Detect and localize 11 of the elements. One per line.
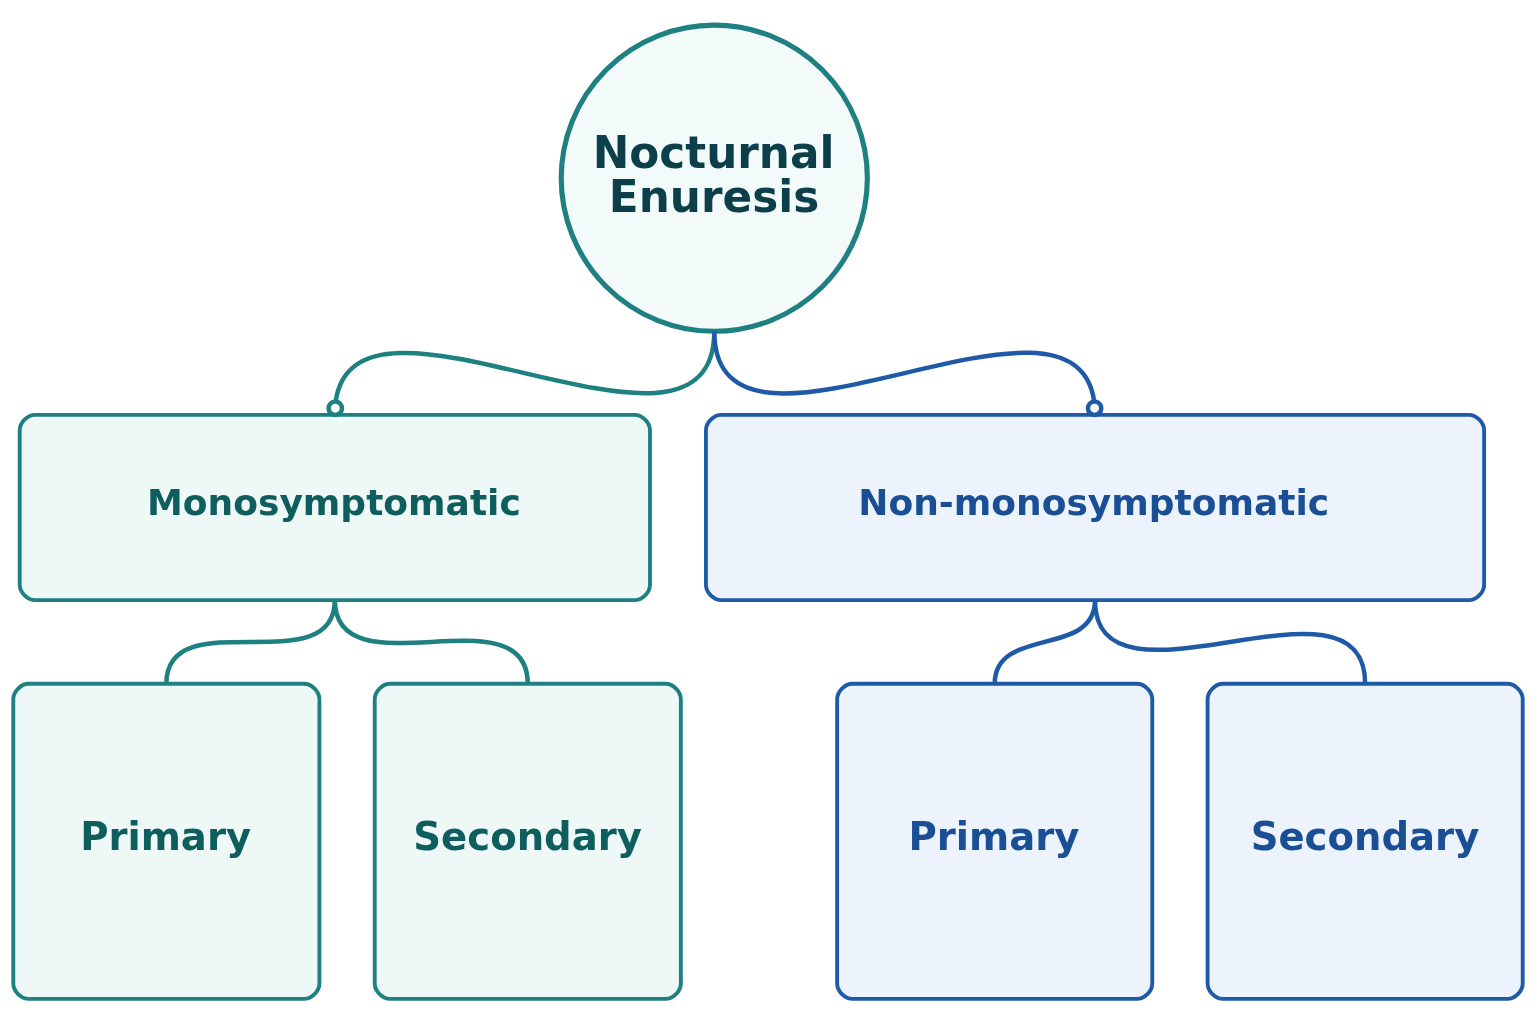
node-box: Primary	[835, 681, 1155, 1001]
node-circle: Nocturnal Enuresis	[558, 22, 870, 334]
node-box: Secondary	[1205, 681, 1525, 1001]
connector	[712, 330, 1104, 418]
node-box: Secondary	[372, 681, 683, 1001]
connector	[332, 599, 530, 685]
connector	[1092, 599, 1368, 685]
node-box: Non-monosymptomatic	[704, 412, 1487, 603]
connector	[164, 599, 338, 685]
node-box: Primary	[11, 681, 322, 1001]
node-box: Monosymptomatic	[17, 412, 652, 603]
